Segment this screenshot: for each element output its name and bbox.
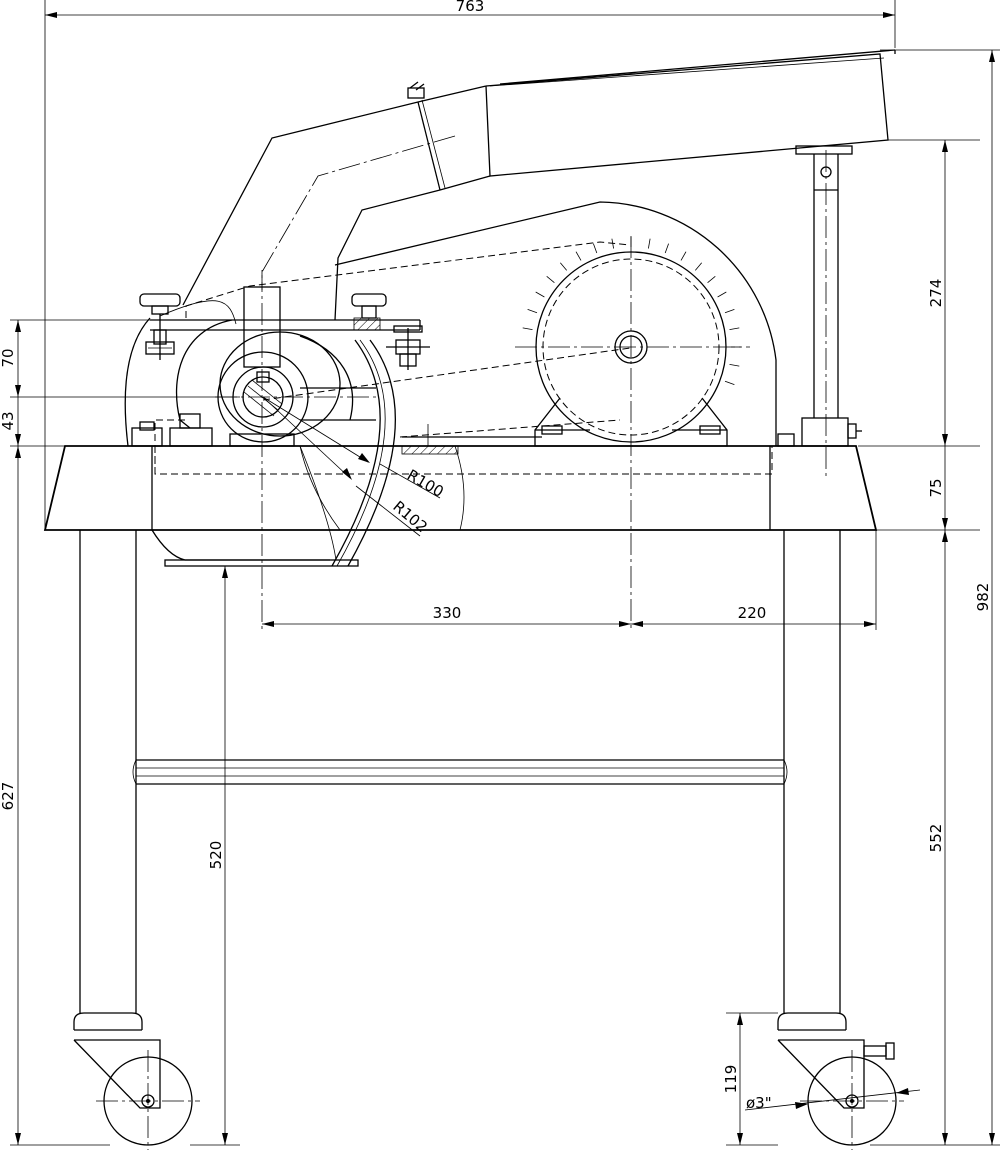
table-top <box>43 445 878 531</box>
right-leg <box>783 530 841 1013</box>
motor-fin <box>593 243 598 254</box>
motor-fin <box>535 291 545 298</box>
stand-frame <box>43 445 878 1013</box>
dim-leg-height: 552 <box>927 824 945 853</box>
dim-bracket-height: 70 <box>0 348 17 367</box>
dim-height-to-table: 627 <box>0 782 17 811</box>
motor-fin <box>717 291 727 298</box>
motor-fin <box>729 327 740 330</box>
motor-fin <box>527 309 538 314</box>
motor-fin <box>559 262 568 271</box>
left-clamp-knob <box>139 293 181 360</box>
dim-wheel-diameter: ø3" <box>746 1094 772 1112</box>
dim-rotor-to-motor: 330 <box>433 604 462 622</box>
rotor <box>215 270 441 630</box>
dim-motor-to-leg: 220 <box>738 604 767 622</box>
dim-table-thickness: 75 <box>927 478 945 497</box>
belt-guard <box>185 201 777 446</box>
support-post <box>777 145 862 480</box>
motor-fin <box>729 364 740 367</box>
motor-fin <box>724 380 735 385</box>
dimension-lines <box>10 0 1000 1146</box>
cross-bar <box>132 759 788 785</box>
motor-fin <box>664 243 669 254</box>
motor <box>515 236 750 630</box>
left-leg <box>79 530 137 1013</box>
dim-hopper-height: 274 <box>927 279 945 308</box>
dim-overall-width: 763 <box>456 0 485 15</box>
right-clamp-knob <box>351 293 430 370</box>
motor-fin <box>707 275 716 284</box>
motor-fin <box>680 251 687 261</box>
motor-fin <box>648 238 651 249</box>
motor-fin <box>575 251 582 261</box>
motor-fin <box>546 275 555 284</box>
dim-overall-height: 982 <box>974 583 992 612</box>
left-caster <box>73 1012 200 1150</box>
motor-fin <box>611 238 614 249</box>
dimension-labels: 763 274 75 552 982 70 43 627 520 330 220… <box>0 0 992 1112</box>
dim-shaft-offset: 43 <box>0 411 17 430</box>
right-caster <box>777 1012 904 1150</box>
dim-caster-height: 119 <box>722 1065 740 1094</box>
motor-fin <box>694 262 703 271</box>
crusher-housing <box>124 293 430 567</box>
feed-hopper <box>182 49 896 321</box>
motor-fin <box>724 309 735 314</box>
motor-fin <box>522 327 533 330</box>
dim-inner-radius: R100 <box>404 466 447 501</box>
dim-outlet-height: 520 <box>207 841 225 870</box>
